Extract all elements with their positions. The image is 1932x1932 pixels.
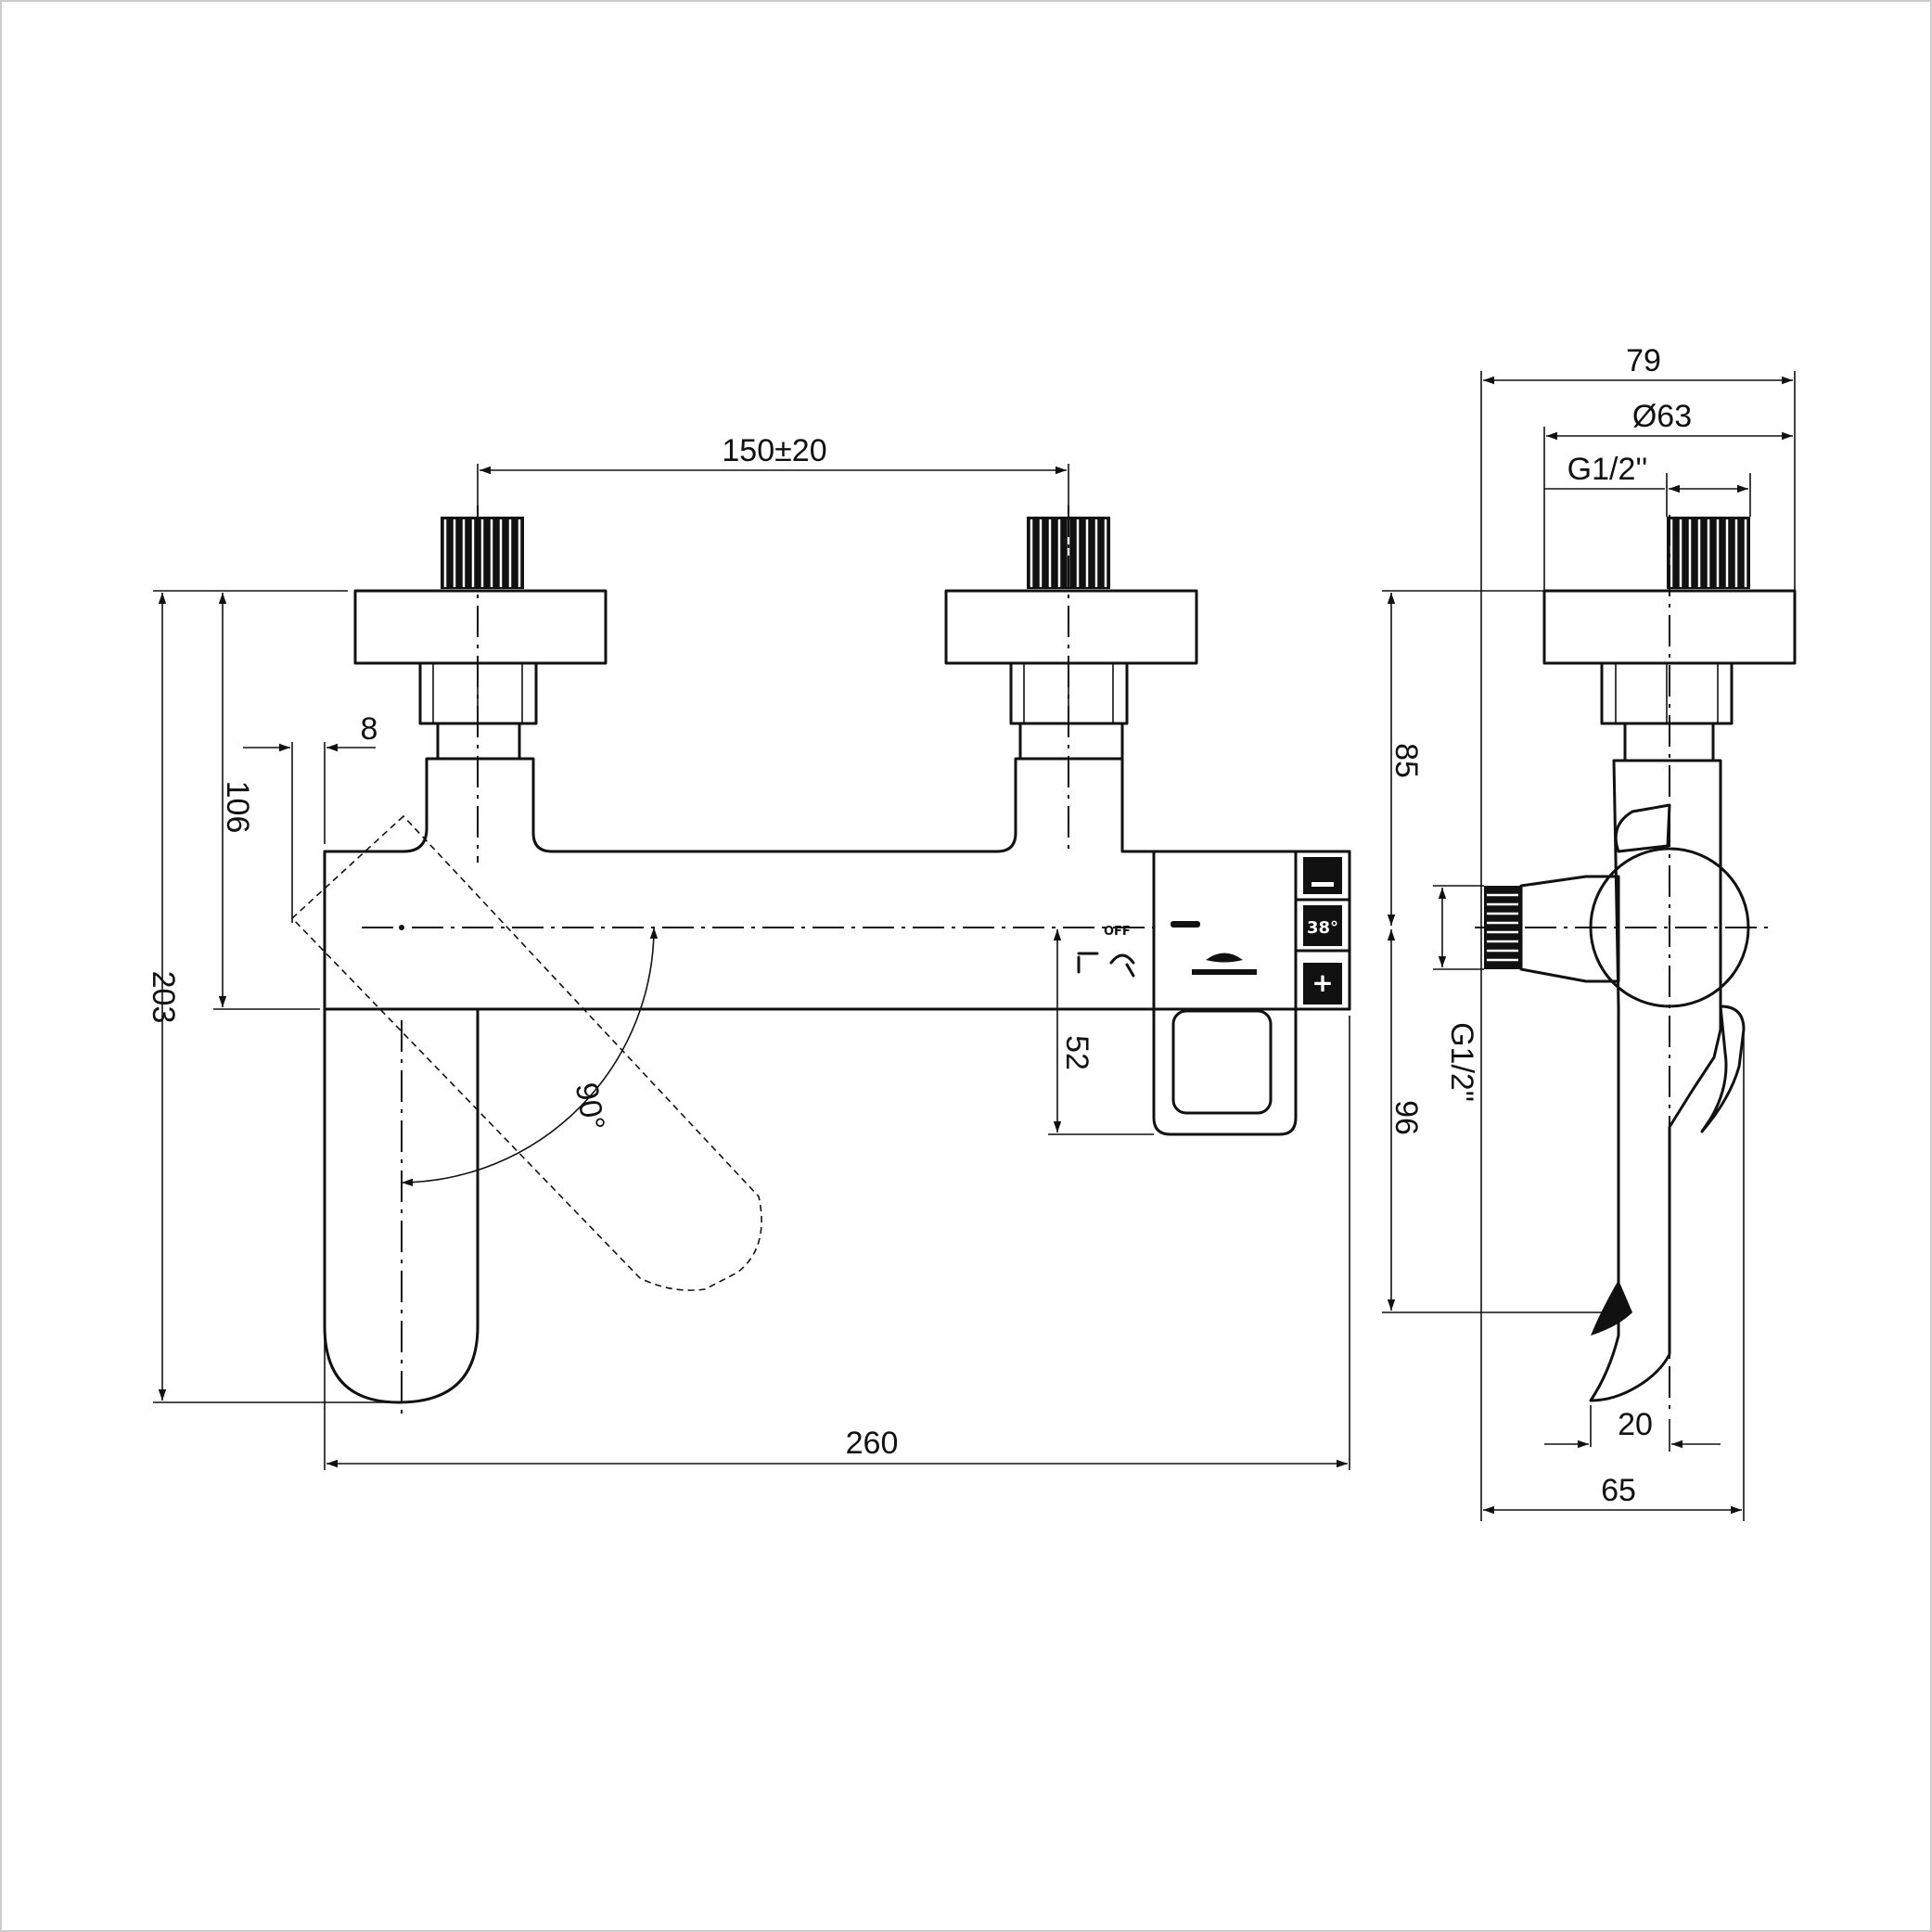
mixer-body: [323, 757, 1351, 1011]
escutcheon-diameter-label: Ø63: [1632, 399, 1692, 434]
to-centerline-label: 106: [220, 781, 255, 834]
side-lever-bottom: [1700, 1004, 1746, 1133]
angle-label: 90°: [569, 1080, 611, 1132]
total-width-label: 260: [846, 1426, 899, 1461]
side-lever-top: [1614, 803, 1671, 853]
side-view: [1475, 515, 1797, 1410]
brand-logo: [1206, 953, 1243, 963]
thermostat-housing: OFF: [1077, 850, 1298, 1136]
side-dimensions: 79 Ø63 G1/2'' 85 96 G1/2" 20 65: [1382, 343, 1796, 1521]
center-to-spout-label: 96: [1388, 1100, 1424, 1135]
centerline-to-bottom-label: 52: [1059, 1035, 1094, 1070]
left-inlet: [353, 517, 608, 761]
plus-pad: [1303, 963, 1342, 1004]
inlet-spacing-label: 150±20: [722, 433, 826, 468]
right-escutcheon: [944, 589, 1198, 665]
side-depth-label: 79: [1626, 343, 1661, 378]
spout: [323, 1007, 480, 1404]
side-body: [1589, 759, 1722, 1402]
minus-sign: [1311, 882, 1334, 887]
right-stem: [1018, 722, 1124, 761]
angle-arc: [401, 927, 659, 1187]
ghost-spout: [290, 814, 762, 1291]
side-spout-outlet: [1591, 1280, 1632, 1336]
temperature-knob: 38° +: [1294, 850, 1351, 1011]
temp-label: 38°: [1307, 918, 1338, 938]
left-escutcheon: [353, 589, 608, 665]
minus-pad: [1303, 857, 1342, 894]
right-inlet: [944, 517, 1198, 761]
thread-side-label: G1/2": [1444, 1022, 1479, 1102]
front-view: OFF 38° + 90°: [290, 505, 1351, 1419]
offset-label: 8: [361, 711, 378, 747]
brand-text: [1192, 969, 1257, 975]
spout-offset-label: 20: [1618, 1407, 1653, 1442]
top-to-center-label: 85: [1388, 743, 1424, 778]
front-dimensions: 150±20 260 203 106 8 52: [146, 433, 1350, 1470]
shower-icon: [1109, 953, 1135, 978]
thread-top-label: G1/2'': [1567, 452, 1648, 487]
plus-sign: +: [1311, 967, 1333, 998]
total-height-label: 203: [146, 971, 181, 1024]
temp-pad: [1303, 905, 1342, 946]
flow-handle: [1171, 1009, 1273, 1115]
off-indicator: [1171, 921, 1200, 928]
side-width-label: 65: [1601, 1473, 1636, 1508]
side-inlet-body: [1519, 875, 1620, 983]
tub-icon: [1077, 952, 1099, 974]
